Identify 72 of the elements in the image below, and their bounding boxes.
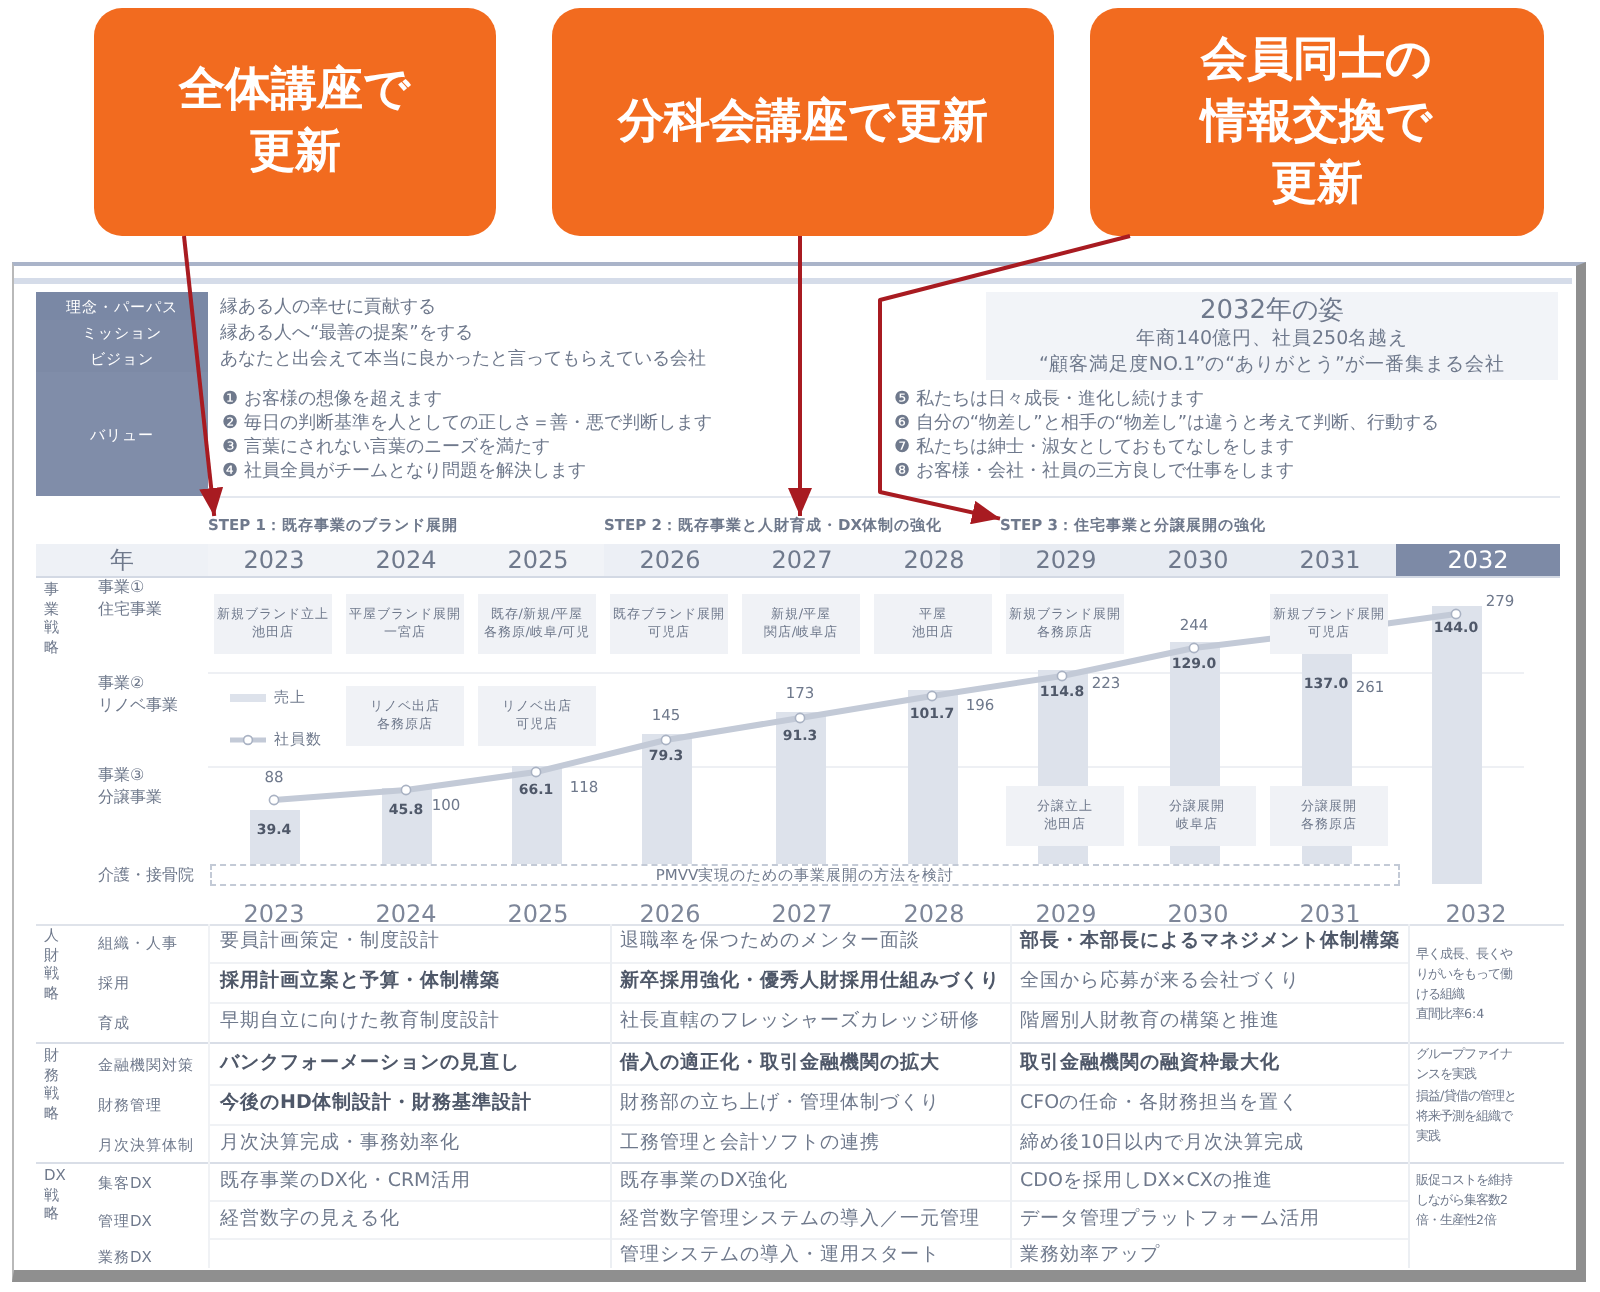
task-text: バンクフォーメーションの見直し xyxy=(220,1052,520,1076)
year-cell: 2030 xyxy=(1132,544,1264,578)
row-label: リノベ事業 xyxy=(98,696,178,716)
arrow xyxy=(788,236,812,516)
row-label: 事業③ xyxy=(98,766,145,786)
value-item: ❺ 私たちは日々成長・進化し続けます xyxy=(894,389,1204,411)
value-item: ❻ 自分の“物差し”と相手の“物差し”は違うと考えて判断、行動する xyxy=(894,413,1440,435)
statement-text: あなたと出会えて本当に良かったと言ってもらえている会社 xyxy=(220,349,706,371)
task-text: 部長・本部長によるマネジメント体制構築 xyxy=(1020,930,1400,954)
year-label: 2030 xyxy=(1167,899,1229,929)
value-item: ❹ 社員全員がチームとなり問題を解決します xyxy=(222,461,586,483)
row-label: 住宅事業 xyxy=(98,600,162,620)
task-text: 管理システムの導入・運用スタート xyxy=(620,1244,940,1268)
year-label: 2023 xyxy=(243,899,305,929)
year-label: 2031 xyxy=(1299,899,1361,929)
task-text: 既存事業のDX強化 xyxy=(620,1170,788,1194)
row-label: 分譲事業 xyxy=(98,788,162,808)
callout-box: 分科会講座で更新 xyxy=(552,8,1054,236)
task-text: CDOを採用しDX×CXの推進 xyxy=(1020,1170,1273,1194)
value-item: ❽ お客様・会社・社員の三方良しで仕事をします xyxy=(894,461,1294,483)
task-text: 要員計画策定・制度設計 xyxy=(220,930,440,954)
year-label: 2032 xyxy=(1445,899,1507,929)
task-text: 経営数字管理システムの導入／一元管理 xyxy=(620,1208,980,1232)
value-item: ❼ 私たちは紳士・淑女としておもてなしをします xyxy=(894,437,1294,459)
row-label: 事業① xyxy=(98,578,145,598)
arrow xyxy=(182,235,224,517)
year-label: 2028 xyxy=(903,899,965,929)
year-cell: 2027 xyxy=(736,544,868,578)
vision-panel: 2032年の姿 年商140億円、社員250名越え “顧客満足度NO.1”の“ありがとう”が一番集まる会社 xyxy=(986,292,1558,380)
value-item: ❶ お客様の想像を超えます xyxy=(222,389,442,411)
task-text: 経営数字の見える化 xyxy=(220,1208,400,1232)
statement-text: 縁ある人へ“最善の提案”をする xyxy=(220,323,473,345)
statement-text: 縁ある人の幸せに貢献する xyxy=(220,297,436,319)
year-label: 2026 xyxy=(639,899,701,929)
year-cell: 2028 xyxy=(868,544,1000,578)
task-text: 社長直轄のフレッシャーズカレッジ研修 xyxy=(620,1010,980,1034)
callout-box: 会員同士の情報交換で更新 xyxy=(1090,8,1544,236)
task-text: 今後のHD体制設計・財務基準設計 xyxy=(220,1092,532,1116)
year-cell: 2023 xyxy=(208,544,340,578)
value-item: ❷ 毎日の判断基準を人としての正しさ＝善・悪で判断します xyxy=(222,413,712,435)
task-text: 業務効率アップ xyxy=(1020,1244,1160,1268)
value-item: ❸ 言葉にされない言葉のニーズを満たす xyxy=(222,437,550,459)
task-text: 財務部の立ち上げ・管理体制づくり xyxy=(620,1092,940,1116)
task-text: 退職率を保つためのメンター面談 xyxy=(620,930,920,954)
task-text: 取引金融機関の融資枠最大化 xyxy=(1020,1052,1280,1076)
task-text: 借入の適正化・取引金融機関の拡大 xyxy=(620,1052,940,1076)
task-text: 月次決算完成・事務効率化 xyxy=(220,1132,460,1156)
callout-box: 全体講座で更新 xyxy=(94,8,496,236)
year-label: 2024 xyxy=(375,899,437,929)
task-text: 採用計画立案と予算・体制構築 xyxy=(220,970,500,994)
task-text: データ管理プラットフォーム活用 xyxy=(1020,1208,1320,1232)
year-cell: 2025 xyxy=(472,544,604,578)
arrow xyxy=(878,234,1131,525)
row-label: 介護・接骨院 xyxy=(98,866,194,886)
row-label: 事業② xyxy=(98,674,145,694)
year-label: 2025 xyxy=(507,899,569,929)
year-label: 2029 xyxy=(1035,899,1097,929)
task-text: 新卒採用強化・優秀人財採用仕組みづくり xyxy=(620,970,1000,994)
task-text: 締め後10日以内で月次決算完成 xyxy=(1020,1132,1305,1156)
year-cell: 2031 xyxy=(1264,544,1396,578)
task-text: 全国から応募が来る会社づくり xyxy=(1020,970,1300,994)
year-label: 2027 xyxy=(771,899,833,929)
year-cell: 2026 xyxy=(604,544,736,578)
year-cell: 2024 xyxy=(340,544,472,578)
year-cell: 2029 xyxy=(1000,544,1132,578)
year-cell: 年 xyxy=(36,544,208,578)
task-text: CFOの任命・各財務担当を置く xyxy=(1020,1092,1300,1116)
task-text: 早期自立に向けた教育制度設計 xyxy=(220,1010,500,1034)
task-text: 既存事業のDX化・CRM活用 xyxy=(220,1170,471,1194)
task-text: 階層別人財教育の構築と推進 xyxy=(1020,1010,1280,1034)
task-text: 工務管理と会計ソフトの連携 xyxy=(620,1132,880,1156)
year-cell: 2032 xyxy=(1396,544,1560,578)
